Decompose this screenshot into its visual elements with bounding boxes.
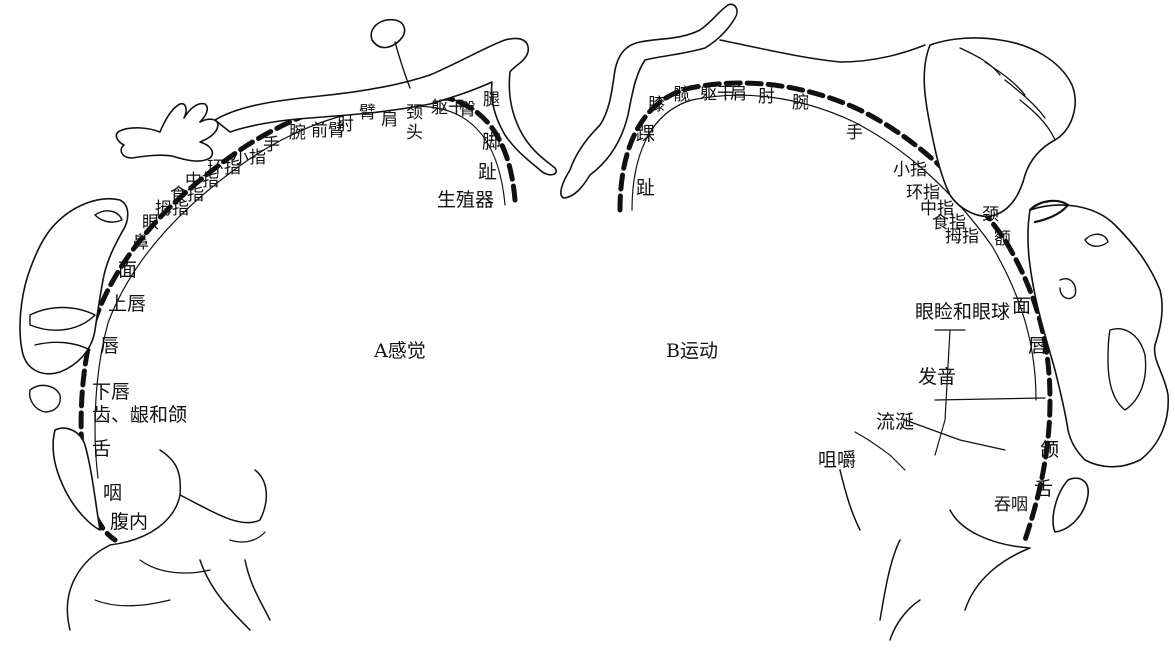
- label-sensory-wrist: 腕: [289, 123, 306, 143]
- sensory-tongue: [52, 427, 101, 531]
- label-sensory-hip: 臀: [459, 100, 476, 120]
- label-motor-swallowing: 吞咽: [994, 495, 1028, 515]
- motor-hand: [923, 37, 1076, 217]
- label-sensory-forearm: 前臂: [311, 121, 345, 141]
- motor-cortex-arc: [617, 80, 1053, 543]
- label-sensory-lower-lip: 下唇: [92, 381, 130, 403]
- label-motor-knee: 膝: [648, 95, 665, 115]
- label-sensory-thumb: 拇指: [155, 199, 189, 219]
- sensory-genital-stem: [394, 41, 411, 89]
- label-sensory-ring-finger: 环指: [207, 158, 241, 178]
- label-sensory-genitals: 生殖器: [437, 189, 494, 211]
- motor-leader-lines: [854, 329, 1046, 471]
- motor-mouth: [1107, 328, 1147, 411]
- sensory-leg: [214, 37, 557, 176]
- label-motor-middle-finger: 中指: [920, 199, 954, 219]
- label-motor-neck: 颈: [982, 205, 999, 225]
- motor-tongue: [1052, 477, 1089, 533]
- motor-eye: [1084, 233, 1109, 247]
- motor-cortex-inner: [631, 94, 1037, 401]
- sensory-panel-title: A感觉: [373, 340, 426, 362]
- label-motor-vocalization: 发音: [918, 366, 956, 388]
- label-motor-little-finger: 小指: [893, 160, 927, 180]
- label-sensory-nose: 鼻: [132, 233, 149, 253]
- label-motor-brow: 额: [994, 229, 1011, 249]
- label-motor-shoulder: 肩: [730, 84, 747, 104]
- label-motor-hip: 髋: [673, 85, 690, 105]
- label-motor-lips: 唇: [1028, 335, 1047, 357]
- label-motor-toes: 趾: [636, 177, 655, 199]
- label-motor-index-finger: 食指: [932, 213, 966, 233]
- label-sensory-little-finger: 小指: [232, 148, 266, 168]
- sensory-eye: [94, 210, 123, 223]
- sensory-cortex-arc: [78, 91, 518, 543]
- motor-labels: 趾 踝 膝 髋 躯干 肩 肘 腕 手 小指 环指 中指 食指 拇指 颈 额 眼睑…: [636, 84, 1059, 515]
- motor-face: [1027, 204, 1170, 468]
- sensory-chin: [28, 384, 62, 413]
- sensory-brain-outline: [66, 449, 271, 631]
- motor-leg-thigh: [719, 39, 926, 63]
- label-motor-jaw: 颌: [1040, 439, 1059, 461]
- label-sensory-lips: 唇: [100, 335, 119, 357]
- label-sensory-toes: 趾: [478, 161, 497, 183]
- sensory-labels: 腿 臀 躯干 颈 头 肩 臂 肘 前臂 腕 手 小指 环指 中指 食指 拇指 眼…: [92, 90, 501, 533]
- motor-leg: [560, 3, 738, 199]
- label-motor-face: 面: [1012, 295, 1031, 317]
- label-motor-eyelid-eyeball: 眼睑和眼球: [915, 301, 1010, 323]
- label-sensory-upper-lip: 上唇: [108, 293, 146, 315]
- motor-ear: [1059, 278, 1077, 300]
- sensory-homunculus-figure: 腿 臀 躯干 颈 头 肩 臂 肘 前臂 腕 手 小指 环指 中指 食指 拇指 眼…: [19, 18, 557, 631]
- label-sensory-trunk: 躯干: [431, 98, 465, 118]
- label-sensory-arm: 臂: [359, 103, 376, 123]
- motor-panel-title: B运动: [666, 340, 718, 362]
- label-motor-tongue: 舌: [1034, 478, 1053, 500]
- label-sensory-elbow: 肘: [337, 115, 354, 135]
- label-sensory-eye: 眼: [142, 213, 159, 233]
- label-sensory-intra-abdominal: 腹内: [110, 511, 148, 533]
- label-sensory-pharynx: 咽: [103, 482, 122, 504]
- label-sensory-neck: 颈: [406, 103, 423, 123]
- label-sensory-leg: 腿: [483, 90, 500, 110]
- label-sensory-foot: 脚: [482, 131, 501, 153]
- label-motor-wrist: 腕: [792, 93, 809, 113]
- label-sensory-tongue: 舌: [92, 438, 111, 460]
- motor-hair: [1028, 199, 1070, 224]
- label-motor-thumb: 拇指: [945, 227, 979, 247]
- sensory-hand: [115, 102, 219, 162]
- label-sensory-hand: 手: [263, 135, 280, 155]
- label-motor-ring-finger: 环指: [906, 183, 940, 203]
- sensory-lips: [29, 306, 96, 351]
- sensory-sulcus-lines: [94, 531, 266, 607]
- motor-hand-fingers: [959, 47, 1056, 141]
- sensory-cortex-inner: [94, 105, 506, 479]
- label-sensory-index-finger: 食指: [170, 185, 204, 205]
- label-motor-elbow: 肘: [758, 87, 775, 107]
- motor-homunculus-figure: 趾 踝 膝 髋 躯干 肩 肘 腕 手 小指 环指 中指 食指 拇指 颈 额 眼睑…: [560, 3, 1170, 641]
- label-sensory-head: 头: [406, 123, 423, 143]
- label-motor-mastication: 咀嚼: [818, 449, 856, 471]
- label-motor-hand: 手: [846, 123, 863, 143]
- sensory-genital-shape: [370, 18, 406, 49]
- label-motor-salivation: 流涎: [876, 411, 914, 433]
- label-motor-trunk: 躯干: [700, 84, 734, 104]
- label-sensory-middle-finger: 中指: [185, 171, 219, 191]
- label-sensory-teeth-gums-jaw: 齿、龈和颌: [92, 404, 187, 426]
- label-sensory-face: 面: [118, 259, 137, 281]
- label-motor-ankle: 踝: [636, 123, 655, 145]
- label-sensory-shoulder: 肩: [381, 110, 398, 130]
- motor-brain-outline: [839, 469, 1031, 641]
